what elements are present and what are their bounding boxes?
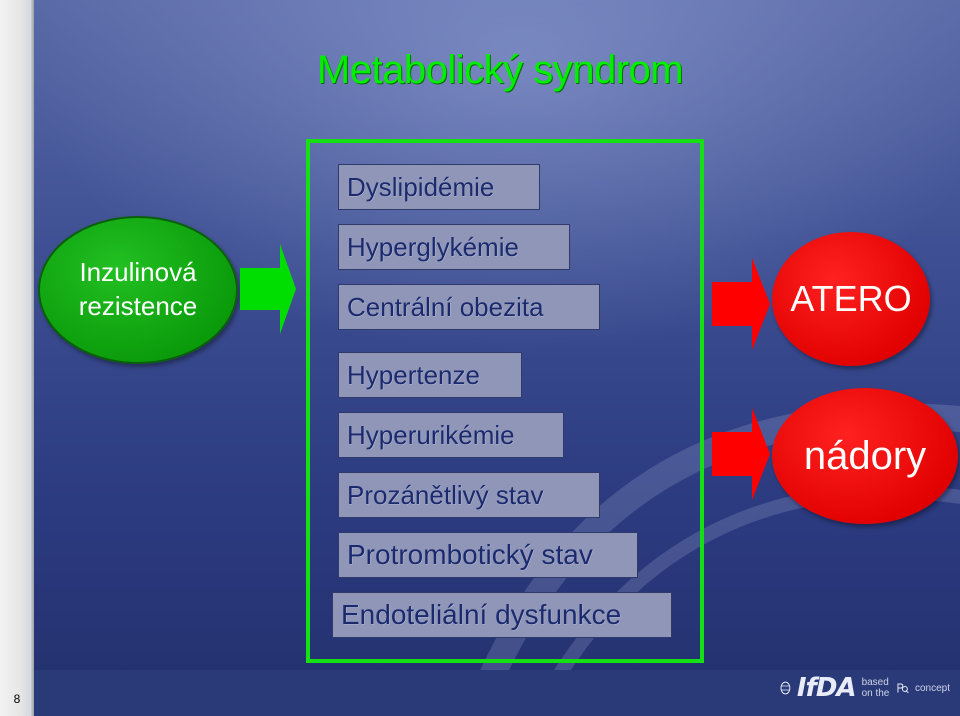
cause-label-line2: rezistence [78,291,198,321]
component-item: Hypertenze [338,352,522,398]
component-item: Hyperglykémie [338,224,570,270]
ifda-logo: IfDA based on the concept [780,668,950,708]
pq-logo-icon [897,683,909,694]
footer-bar [34,670,960,716]
component-item: Hyperurikémie [338,412,564,458]
outcome-atero-circle: ATERO [772,232,930,366]
outcome-tumors-circle: nádory [772,388,958,524]
green-arrow-icon [240,244,296,334]
component-item: Endoteliální dysfunkce [332,592,672,638]
logo-mark: IfDA [796,673,857,703]
component-item: Dyslipidémie [338,164,540,210]
page-number: 8 [13,692,21,706]
red-arrow-icon [712,258,770,350]
syndrome-components-frame [306,139,704,663]
logo-text-concept: concept [914,682,950,694]
component-item: Protrombotický stav [338,532,638,578]
outcome-label: ATERO [790,278,912,319]
globe-logo-icon [780,681,791,695]
cause-label-line1: Inzulinová [79,257,197,288]
component-item: Prozánětlivý stav [338,472,600,518]
insulin-resistance-circle: Inzulinová rezistence [38,216,238,364]
slide-title: Metabolický syndrom [316,48,684,92]
red-arrow-icon [712,408,770,500]
left-margin-strip [0,0,34,716]
component-item: Centrální obezita [338,284,600,330]
logo-text: based on the [861,677,890,699]
outcome-label: nádory [803,433,927,478]
